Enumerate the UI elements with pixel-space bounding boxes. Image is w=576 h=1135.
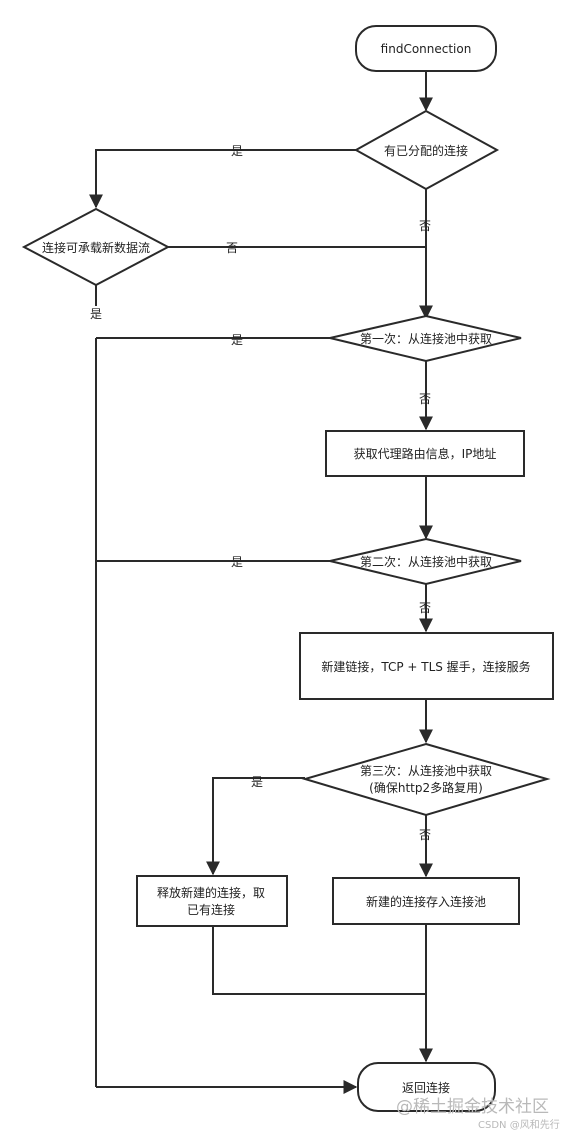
end-terminal — [357, 1062, 496, 1112]
end-label: 返回连接 — [402, 1080, 450, 1095]
store-pool-process — [332, 877, 520, 925]
edge-third-pool-yes — [206, 777, 305, 876]
watermark-site: @稀土掘金技术社区 — [396, 1097, 549, 1117]
watermark: @稀土掘金技术社区 CSDN @风和先行 — [396, 1097, 560, 1131]
node-release: 释放新建的连接，取 已有连接 — [136, 875, 288, 927]
edge-labels: 是 否 否 是 是 否 是 否 是 否 — [90, 144, 431, 842]
start-label: findConnection — [381, 42, 472, 56]
second-pool-decision — [329, 537, 522, 586]
route-info-label: 获取代理路由信息，IP地址 — [354, 446, 497, 461]
third-pool-label-line2: (确保http2多路复用) — [369, 780, 483, 795]
new-link-label: 新建链接，TCP + TLS 握手，连接服务 — [321, 659, 530, 674]
has-allocated-decision — [353, 109, 500, 191]
can-carry-label: 连接可承载新数据流 — [42, 240, 150, 255]
no-label-has-allocated: 否 — [419, 219, 431, 233]
no-label-second-pool: 否 — [419, 601, 431, 615]
node-store-pool: 新建的连接存入连接池 — [332, 877, 520, 925]
node-start: findConnection — [355, 25, 497, 72]
node-has-allocated: 有已分配的连接 — [353, 109, 500, 191]
first-pool-label: 第一次：从连接池中获取 — [360, 331, 492, 346]
can-carry-decision — [21, 207, 171, 287]
node-first-pool: 第一次：从连接池中获取 — [329, 314, 522, 363]
no-label-can-carry: 否 — [226, 241, 238, 255]
node-third-pool: 第三次：从连接池中获取 (确保http2多路复用) — [301, 742, 551, 817]
node-new-link: 新建链接，TCP + TLS 握手，连接服务 — [299, 632, 554, 700]
yes-label-can-carry: 是 — [90, 307, 102, 321]
no-label-third-pool: 否 — [419, 828, 431, 842]
node-second-pool: 第二次：从连接池中获取 — [329, 537, 522, 586]
store-pool-label: 新建的连接存入连接池 — [366, 894, 486, 909]
second-pool-label: 第二次：从连接池中获取 — [360, 554, 492, 569]
release-label-line1: 释放新建的连接，取 — [157, 885, 265, 900]
release-label-line2: 已有连接 — [187, 902, 235, 917]
yes-label-third-pool: 是 — [251, 775, 263, 789]
first-pool-decision — [329, 314, 522, 363]
no-label-first-pool: 否 — [419, 392, 431, 406]
route-info-process — [325, 430, 525, 477]
watermark-credit: CSDN @风和先行 — [478, 1118, 560, 1131]
start-terminal — [355, 25, 497, 72]
node-end: 返回连接 — [357, 1062, 496, 1112]
new-link-process — [299, 632, 554, 700]
connectors — [89, 71, 433, 1094]
third-pool-decision — [301, 742, 551, 817]
node-route-info: 获取代理路由信息，IP地址 — [325, 430, 525, 477]
edge-release-merge — [212, 926, 426, 995]
yes-label-second-pool: 是 — [231, 555, 243, 569]
edge-has-allocated-yes — [89, 149, 356, 209]
has-allocated-label: 有已分配的连接 — [384, 143, 468, 158]
release-process — [136, 875, 288, 927]
yes-label-first-pool: 是 — [231, 333, 243, 347]
node-can-carry: 连接可承载新数据流 — [21, 207, 171, 287]
yes-label-has-allocated: 是 — [231, 144, 243, 158]
third-pool-label-line1: 第三次：从连接池中获取 — [360, 763, 492, 778]
